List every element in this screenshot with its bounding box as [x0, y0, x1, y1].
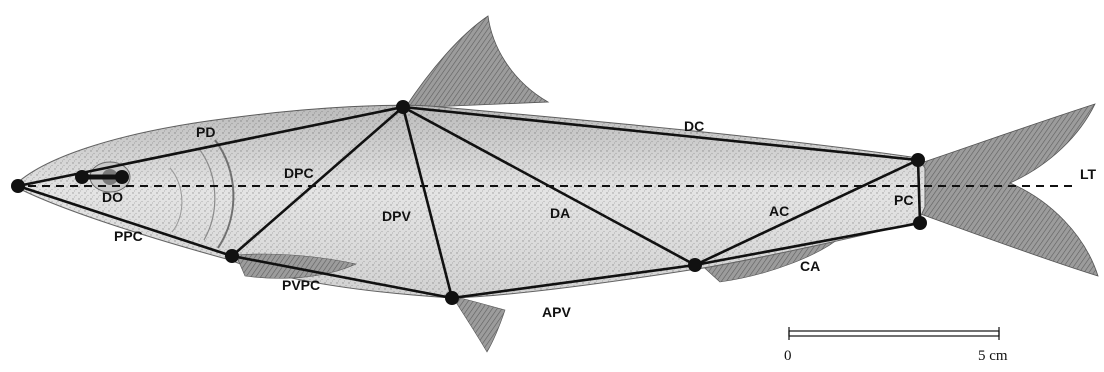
label-pvpc: PVPC — [282, 277, 320, 293]
dorsal-fin — [405, 16, 548, 108]
landmark-pectoral-origin — [225, 249, 239, 263]
scale-start-label: 0 — [784, 348, 792, 364]
scale-bar: 0 5 cm — [784, 327, 1008, 364]
landmark-snout — [11, 179, 25, 193]
label-dpv: DPV — [382, 208, 411, 224]
landmark-anal-origin — [688, 258, 702, 272]
label-ca: CA — [800, 258, 820, 274]
caudal-fin — [915, 104, 1098, 276]
landmark-dorsal-origin — [396, 100, 410, 114]
landmark-caudal-dorsal — [911, 153, 925, 167]
label-dc: DC — [684, 118, 704, 134]
label-apv: APV — [542, 304, 571, 320]
landmark-caudal-ventral — [913, 216, 927, 230]
label-pd: PD — [196, 124, 215, 140]
pelvic-fin — [452, 296, 505, 352]
label-da: DA — [550, 205, 570, 221]
label-dpc: DPC — [284, 165, 314, 181]
scale-end-label: 5 cm — [978, 348, 1008, 364]
landmark-pelvic-origin — [445, 291, 459, 305]
landmark-eye-posterior — [115, 170, 129, 184]
label-do: DO — [102, 189, 123, 205]
label-pc: PC — [894, 192, 913, 208]
label-ac: AC — [769, 203, 789, 219]
fish-illustration — [14, 16, 1098, 352]
landmark-eye-anterior — [75, 170, 89, 184]
lateral-line-label: LT — [1080, 166, 1097, 182]
label-ppc: PPC — [114, 228, 143, 244]
